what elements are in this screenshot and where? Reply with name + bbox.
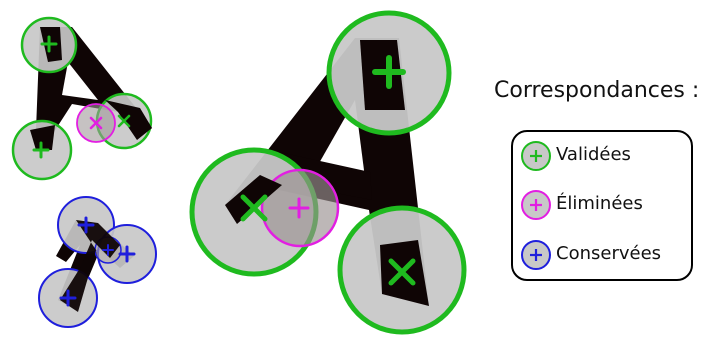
legend-label-eliminated: Éliminées <box>556 193 643 214</box>
legend-label-validated: Validées <box>556 144 631 165</box>
legend-title: Correspondances : <box>494 78 699 103</box>
legend-label-kept: Conservées <box>556 243 661 264</box>
